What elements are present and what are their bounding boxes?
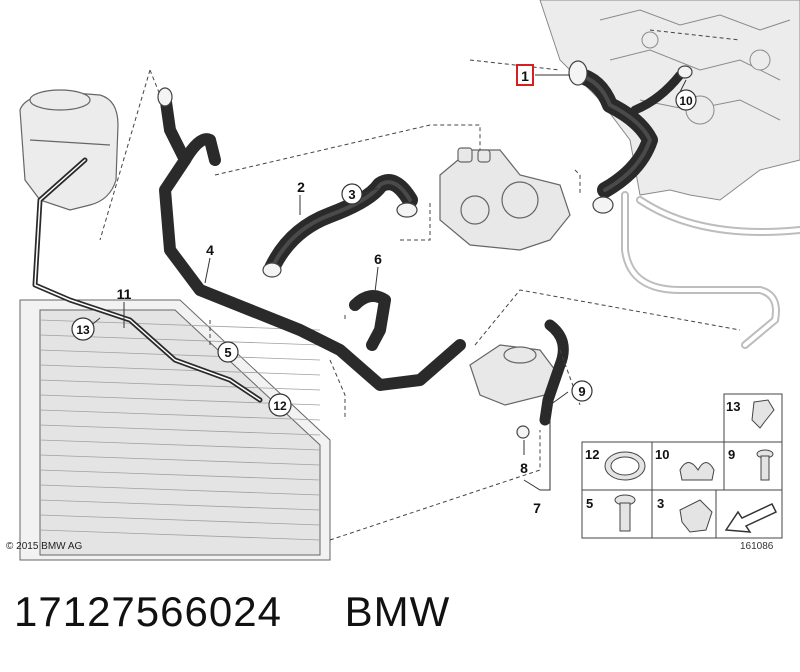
dashed-leader-lines xyxy=(99,29,741,541)
hose-connectors xyxy=(157,60,693,439)
callout-label: 11 xyxy=(117,286,132,302)
spring-clip-icon xyxy=(679,499,713,533)
legend-cell-5: 5 xyxy=(586,494,636,532)
hose-clamp-icon xyxy=(604,451,646,481)
engine-block xyxy=(539,0,800,201)
callout-13: 13 xyxy=(71,317,95,341)
callout-label: 9 xyxy=(578,384,585,399)
callout-label: 13 xyxy=(76,323,90,337)
water-pump xyxy=(439,147,571,251)
callout-label: 5 xyxy=(224,345,231,360)
legend-label: 5 xyxy=(586,496,593,511)
screw-icon xyxy=(756,449,774,481)
legend-cell-3: 3 xyxy=(657,496,713,533)
legend-label: 13 xyxy=(726,399,740,414)
callout-2: 2 xyxy=(297,179,305,195)
parts-legend: 13 12 10 9 5 xyxy=(581,393,783,539)
legend-cell-13: 13 xyxy=(726,399,775,429)
callout-12: 12 xyxy=(268,393,292,417)
copyright-notice: © 2015 BMW AG xyxy=(6,541,83,552)
part-caption: 17127566024 BMW xyxy=(14,588,450,636)
callout-label: 8 xyxy=(520,460,528,476)
legend-label: 12 xyxy=(585,447,599,462)
callout-label: 12 xyxy=(273,399,287,413)
callout-label: 4 xyxy=(206,242,214,258)
legend-label: 3 xyxy=(657,496,664,511)
callout-label: 6 xyxy=(374,251,382,267)
double-clip-icon xyxy=(679,462,715,481)
clip-icon xyxy=(751,399,775,429)
callout-1: 1 xyxy=(516,64,534,86)
callout-label: 7 xyxy=(533,500,541,516)
callout-3: 3 xyxy=(341,183,363,205)
expansion-tank xyxy=(19,89,119,211)
callout-9: 9 xyxy=(571,380,593,402)
coolant-pipes xyxy=(621,191,800,349)
legend-cell-12: 12 xyxy=(585,447,646,481)
callout-10: 10 xyxy=(675,89,697,111)
legend-label: 9 xyxy=(728,447,735,462)
legend-cell-9: 9 xyxy=(728,447,774,481)
legend-label: 10 xyxy=(655,447,669,462)
callout-7: 7 xyxy=(533,500,541,516)
callout-8: 8 xyxy=(520,460,528,476)
callout-11: 11 xyxy=(117,286,132,302)
callout-label: 2 xyxy=(297,179,305,195)
callout-label: 3 xyxy=(348,187,355,202)
electric-pump xyxy=(469,344,556,406)
callout-label: 10 xyxy=(679,94,693,108)
collar-screw-icon xyxy=(614,494,636,532)
callout-4: 4 xyxy=(206,242,214,258)
callout-5: 5 xyxy=(217,341,239,363)
legend-cell-10: 10 xyxy=(655,447,715,481)
direction-arrow-icon xyxy=(724,503,778,533)
cooling-hose-diagram: 1 2 3 4 5 6 7 8 9 10 11 12 13 xyxy=(19,0,800,561)
part-number: 17127566024 xyxy=(14,588,282,635)
callout-6: 6 xyxy=(374,251,382,267)
callout-label: 1 xyxy=(521,68,529,84)
hoses xyxy=(32,67,685,426)
drawing-number: 161086 xyxy=(740,541,774,552)
brand-name: BMW xyxy=(344,588,451,635)
